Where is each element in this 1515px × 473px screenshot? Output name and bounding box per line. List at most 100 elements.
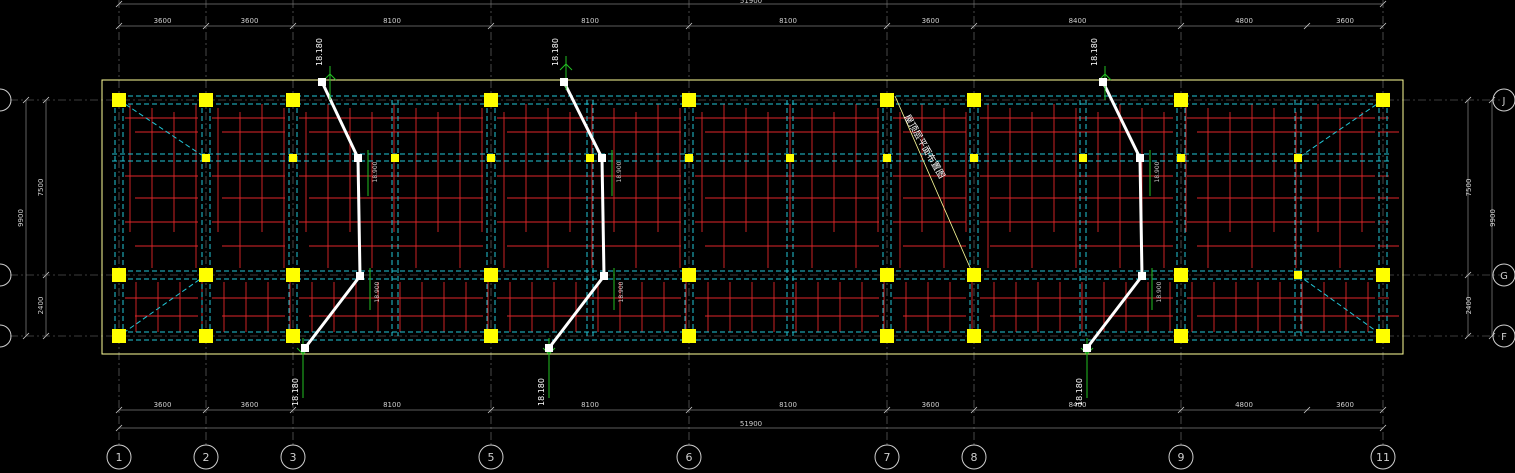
axis-bubble [1370,444,1396,470]
column-large [1174,329,1188,343]
dimension-text-top-total: 51900 [740,0,762,5]
dimension-text-top: 3600 [1336,17,1354,25]
column-small [883,154,891,162]
dimension-tick [970,22,978,30]
column-large [286,329,300,343]
axis-bubble-label: 8 [971,451,978,464]
column-large [1174,268,1188,282]
column-small [289,154,297,162]
axis-bubble [1492,88,1515,112]
dimension-text-bottom: 8100 [581,401,599,409]
axis-bubble [280,444,306,470]
section-joint [1136,154,1144,162]
section-label-bottom: 18.180 [537,378,546,406]
grid-lines [10,0,1500,448]
section-label-top: 18.180 [315,38,324,66]
dimension-text-right: 2400 [1465,297,1473,315]
dimension-tick [1303,22,1311,30]
column-small [487,154,495,162]
column-large [112,329,126,343]
axis-bubble [874,444,900,470]
column-small [1294,154,1302,162]
axis-bubble-label: 6 [686,451,693,464]
dimension-text-bottom: 8100 [383,401,401,409]
column-large [112,268,126,282]
section-label-mid: 18.900 [374,281,381,302]
dimension-tick [202,22,210,30]
dimension-tick [883,406,891,414]
axis-bubble-label: 2 [203,451,210,464]
axis-bubble-label: 5 [488,451,495,464]
dimension-text-right: 7500 [1465,179,1473,197]
column-small [1079,154,1087,162]
section-label-bottom: 18.180 [291,378,300,406]
dimension-tick [1488,96,1496,104]
axis-bubble [676,444,702,470]
slab-outline-rect [101,79,1404,355]
column-large [1376,329,1390,343]
column-large [967,268,981,282]
section-joint [354,154,362,162]
column-large [484,93,498,107]
axis-bubble [0,263,12,287]
axis-bubble [193,444,219,470]
dimension-text-top: 8100 [779,17,797,25]
dimension-text-left-total: 9900 [17,209,25,227]
section-label-bottom: 18.180 [1075,378,1084,406]
section-joint [545,344,553,352]
section-label-mid: 18.900 [1156,281,1163,302]
axis-bubble-label: F [1501,332,1507,343]
dimension-tick [1177,22,1185,30]
columns [112,93,1390,343]
section-joint [598,154,606,162]
dimension-text-top: 3600 [241,17,259,25]
column-large [682,329,696,343]
dimension-tick [970,406,978,414]
axis-bubble [106,444,132,470]
column-large [1174,93,1188,107]
slab-outline [101,79,1404,355]
dimension-text-bottom: 8400 [1069,401,1087,409]
section-joint [600,272,608,280]
dimension-text-bottom: 3600 [241,401,259,409]
column-large [199,329,213,343]
dimension-tick [487,406,495,414]
column-large [967,329,981,343]
axis-bubble [1492,324,1515,348]
dimension-text-bottom-total: 51900 [740,420,762,428]
column-large [880,329,894,343]
column-small [685,154,693,162]
section-label-mid: 18.900 [372,161,379,182]
column-large [880,268,894,282]
column-large [682,268,696,282]
section-joint [1083,344,1091,352]
section-cut-line [1085,81,1144,349]
dimension-text-bottom: 3600 [154,401,172,409]
axis-bubble [1168,444,1194,470]
column-small [391,154,399,162]
section-joint [356,272,364,280]
axis-bubble-label: G [1500,271,1508,282]
dimension-text-top: 8100 [383,17,401,25]
section-joint [301,344,309,352]
axis-bubble-label: 1 [116,451,123,464]
beam-line [1297,99,1384,159]
section-cuts [296,56,1153,398]
beam-line [118,99,207,159]
dimension-tick [1303,406,1311,414]
column-small [586,154,594,162]
column-small [202,154,210,162]
dimension-tick [1379,406,1387,414]
column-small [1177,154,1185,162]
dimension-tick [115,22,123,30]
dimension-text-left: 2400 [37,297,45,315]
column-large [880,93,894,107]
axis-bubble-label: 9 [1178,451,1185,464]
column-large [286,93,300,107]
column-large [286,268,300,282]
column-large [967,93,981,107]
dimension-text-top: 3600 [154,17,172,25]
dimension-tick [289,406,297,414]
dimension-tick [487,22,495,30]
